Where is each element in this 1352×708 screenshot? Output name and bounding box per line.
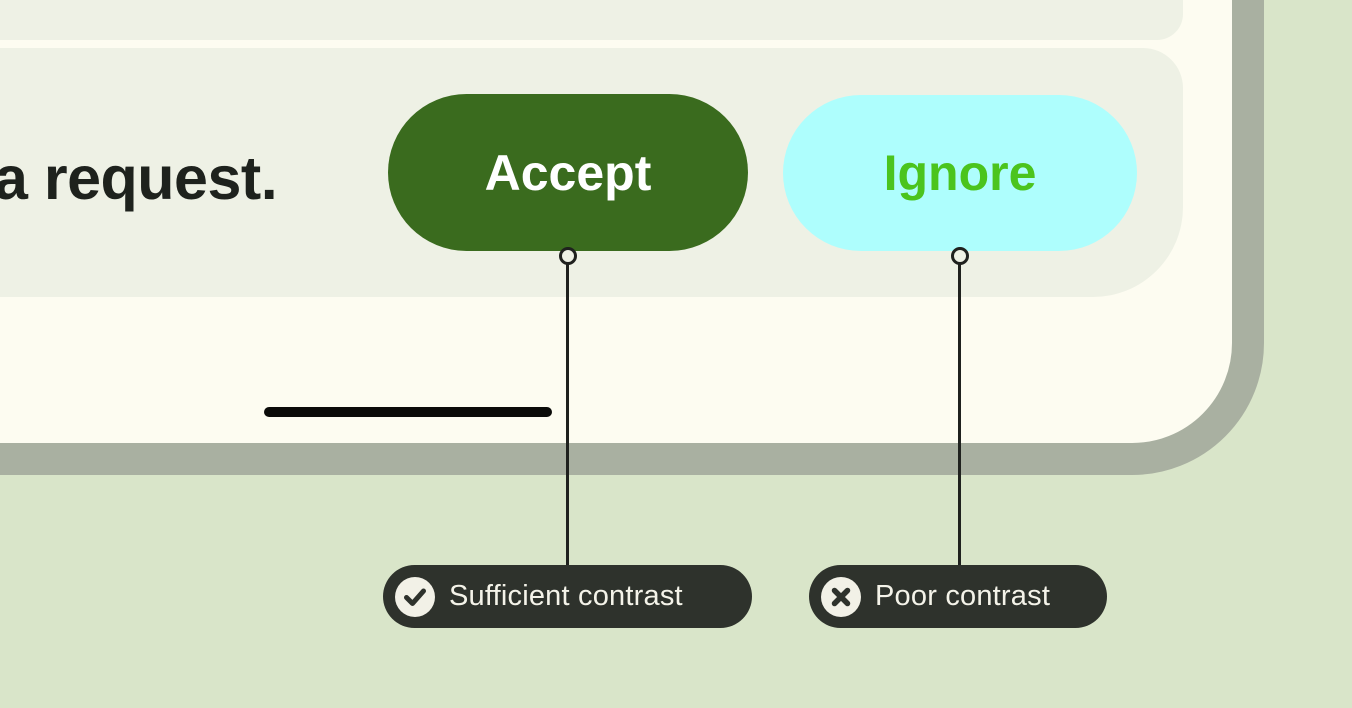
accept-button[interactable]: Accept (388, 94, 748, 251)
request-text: a request. (0, 144, 278, 212)
connector-endpoint-ignore (951, 247, 969, 265)
check-icon (395, 576, 435, 617)
connector-line-accept (566, 256, 569, 566)
connector-endpoint-accept (559, 247, 577, 265)
poor-contrast-label: Poor contrast (875, 580, 1051, 612)
x-icon (821, 576, 861, 617)
home-indicator-bar (264, 407, 552, 417)
poor-contrast-callout: Poor contrast (809, 565, 1107, 628)
top-panel (0, 0, 1183, 40)
sufficient-contrast-label: Sufficient contrast (449, 580, 683, 612)
sufficient-contrast-callout: Sufficient contrast (383, 565, 752, 628)
connector-line-ignore (958, 256, 961, 566)
ignore-button[interactable]: Ignore (783, 95, 1137, 251)
